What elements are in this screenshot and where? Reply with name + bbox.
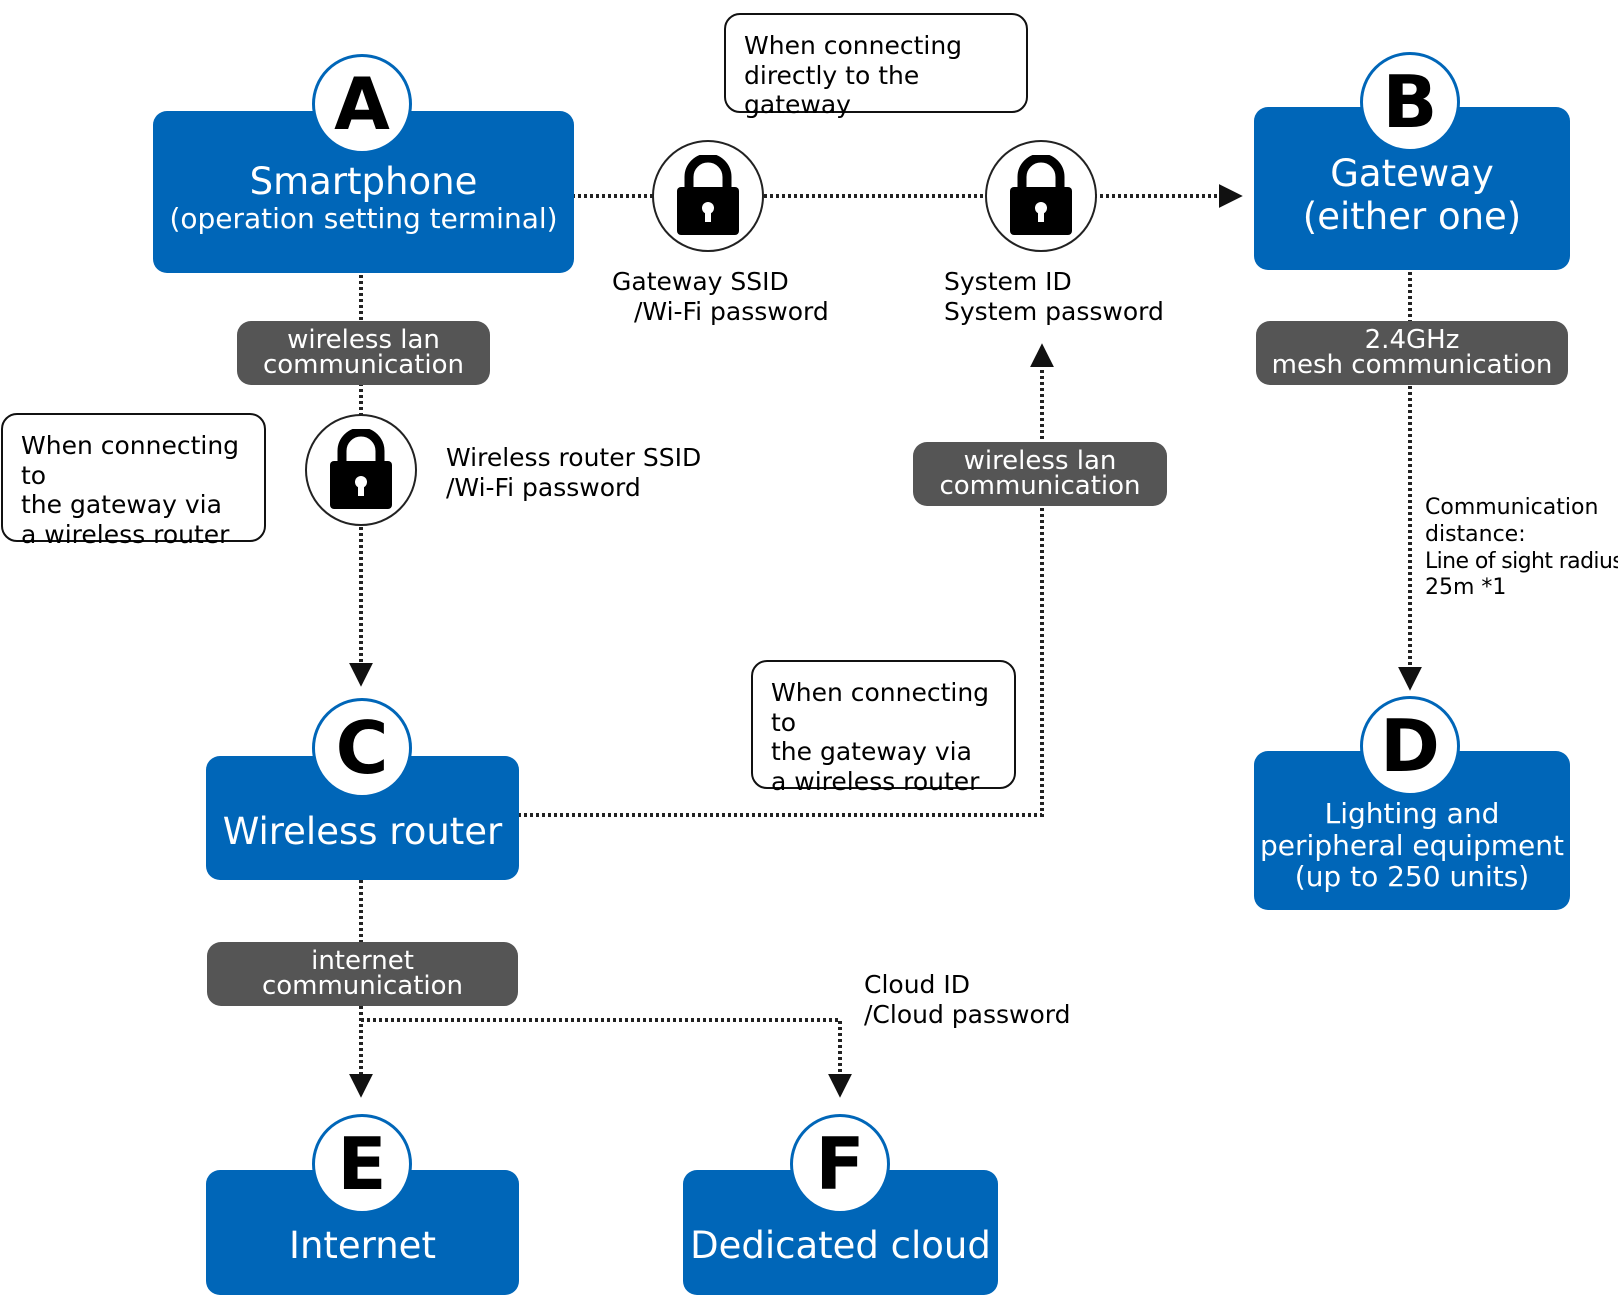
label-cloud-id-line2: /Cloud password — [864, 1000, 1071, 1029]
label-router-ssid-line2: /Wi-Fi password — [446, 473, 641, 502]
node-c-title: Wireless router — [222, 809, 503, 853]
connector-to-f — [361, 1018, 852, 1098]
lock-icon-glyph — [1010, 155, 1072, 235]
pill-internet-line2: communication — [261, 971, 464, 1001]
node-a-title: Smartphone — [249, 159, 478, 203]
label-router-ssid: Wireless router SSID /Wi-Fi password — [446, 443, 701, 503]
pill-mesh: 2.4GHz mesh communication — [1256, 321, 1568, 385]
note-via-router-left: When connecting to the gateway via a wir… — [1, 413, 266, 549]
pill-mesh-line1: 2.4GHz — [1364, 324, 1460, 355]
label-system-id: System ID System password — [944, 267, 1164, 327]
label-distance-line3: Line of sight radius — [1425, 548, 1618, 574]
node-b-subtitle: (either one) — [1302, 194, 1522, 238]
note-mid-line3: a wireless router — [771, 766, 980, 796]
node-b-title: Gateway — [1330, 151, 1494, 195]
node-e-letter-badge: E — [312, 1114, 412, 1214]
note-left-line3: a wireless router — [21, 519, 230, 549]
pill-internet-line1: internet — [311, 945, 414, 976]
label-distance-line1: Communication — [1425, 495, 1599, 520]
node-d-line2: peripheral equipment — [1260, 828, 1564, 862]
note-direct-line2: directly to the gateway — [744, 60, 920, 120]
node-c-letter-badge: C — [312, 698, 412, 798]
label-gateway-ssid-line1: Gateway SSID — [612, 267, 789, 296]
lock-icon-glyph — [330, 429, 392, 509]
label-gateway-ssid: Gateway SSID /Wi-Fi password — [612, 267, 829, 327]
node-b-letter-badge: B — [1360, 52, 1460, 152]
node-f-letter-badge: F — [790, 1114, 890, 1214]
node-d-line3: (up to 250 units) — [1294, 860, 1530, 894]
lock-icon-glyph — [677, 155, 739, 235]
node-e-title: Internet — [289, 1224, 436, 1268]
label-gateway-ssid-line2: /Wi-Fi password — [634, 297, 829, 326]
note-left-line2: the gateway via — [21, 490, 222, 519]
note-mid-line2: the gateway via — [771, 737, 972, 766]
label-cloud-id: Cloud ID /Cloud password — [864, 970, 1070, 1030]
label-system-id-line2: System password — [944, 297, 1164, 326]
label-distance-line4: 25m *1 — [1425, 575, 1507, 601]
pill-wlan-left-line2: communication — [262, 350, 465, 380]
node-a-subtitle: (operation setting terminal) — [169, 202, 558, 236]
label-distance-line2: distance: — [1425, 521, 1526, 547]
node-d-line1: Lighting and — [1324, 797, 1500, 831]
note-mid-line1: When connecting to — [771, 678, 990, 737]
lock-icon — [305, 414, 417, 526]
pill-wlan-mid-line2: communication — [939, 471, 1141, 501]
node-lighting: Lighting and peripheral equipment (up to… — [1254, 751, 1570, 910]
node-d-letter-badge: D — [1360, 696, 1460, 796]
pill-mesh-line2: mesh communication — [1271, 350, 1553, 380]
note-direct-line1: When connecting — [744, 31, 963, 60]
pill-wlan-mid: wireless lan communication — [913, 442, 1167, 506]
node-f-title: Dedicated cloud — [690, 1224, 991, 1268]
label-system-id-line1: System ID — [944, 267, 1072, 296]
label-cloud-id-line1: Cloud ID — [864, 970, 970, 999]
note-left-line1: When connecting to — [21, 431, 240, 490]
pill-wlan-mid-line1: wireless lan — [963, 445, 1117, 476]
note-via-router-mid: When connecting to the gateway via a wir… — [751, 660, 1016, 796]
note-direct-connection: When connecting directly to the gateway — [724, 13, 1028, 119]
label-communication-distance: Communication distance: Line of sight ra… — [1425, 495, 1618, 602]
label-router-ssid-line1: Wireless router SSID — [446, 443, 702, 472]
lock-icon — [985, 140, 1097, 252]
pill-internet: internet communication — [207, 942, 518, 1006]
pill-wlan-left: wireless lan communication — [237, 321, 490, 385]
pill-wlan-left-line1: wireless lan — [287, 324, 440, 355]
lock-icon — [652, 140, 764, 252]
node-a-letter-badge: A — [312, 54, 412, 154]
